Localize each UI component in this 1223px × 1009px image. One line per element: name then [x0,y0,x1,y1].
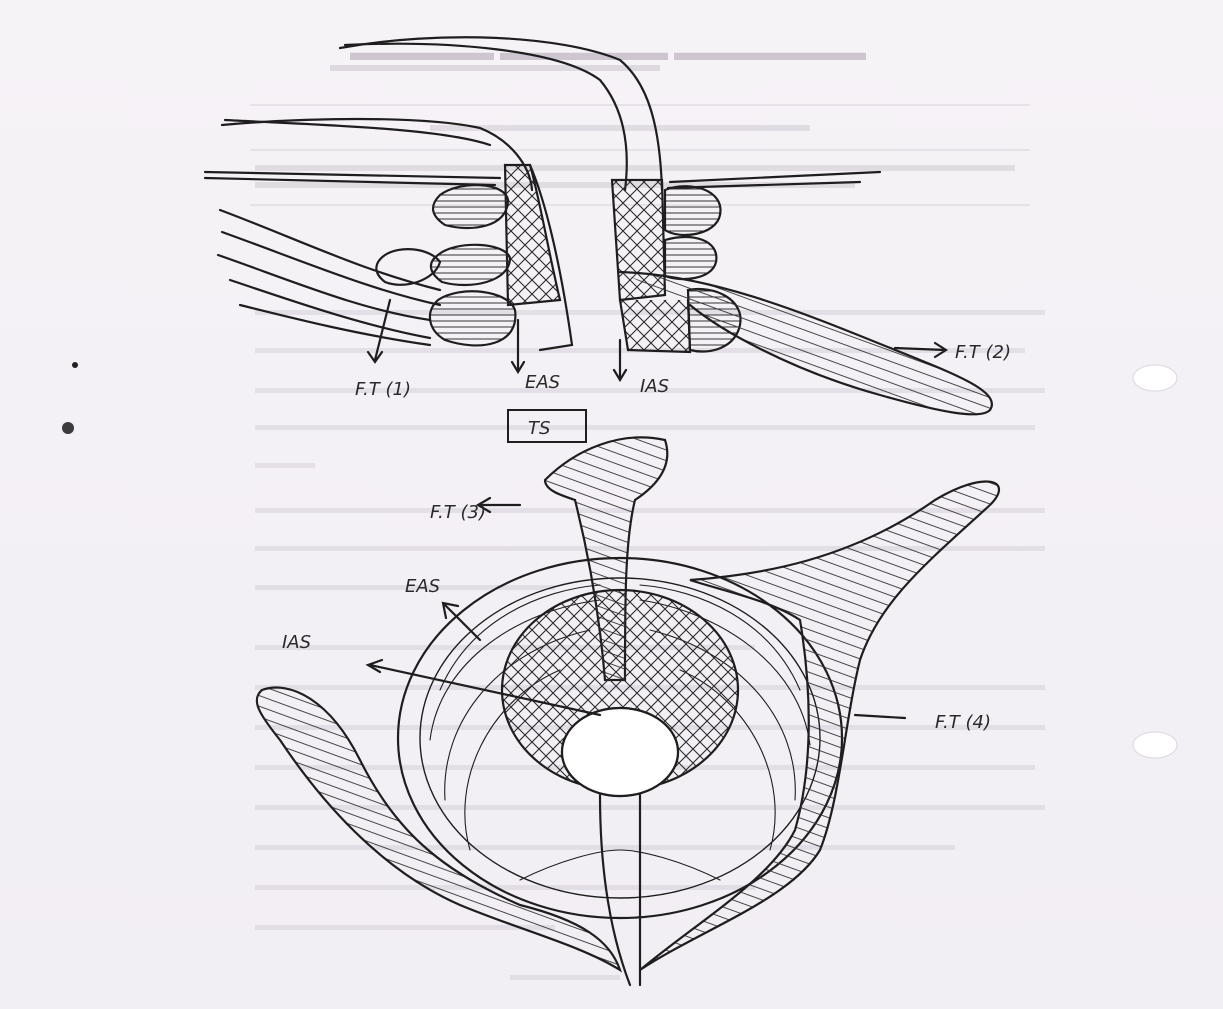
label-ias-top: IAS [640,376,669,397]
label-ias-bottom: IAS [282,632,311,653]
longitudinal-section [205,37,992,414]
eas-lobe-left-1 [433,185,508,228]
label-ft4: F.T (4) [935,712,991,733]
label-ts: TS [528,418,550,439]
speck [62,422,74,434]
eas-lobe-left-2 [431,245,510,285]
eas-lobe-right-2 [665,237,716,279]
transverse-section [257,437,999,985]
label-ft2: F.T (2) [955,342,1011,363]
punch-hole-top [1133,365,1177,391]
levator-line-left [205,172,500,178]
anal-lumen [562,708,678,796]
punch-hole-bottom [1133,732,1177,758]
speck [72,362,78,368]
label-ft1: F.T (1) [355,379,411,400]
label-eas-bottom: EAS [405,576,440,597]
label-eas-top: EAS [525,372,560,393]
label-ft3: F.T (3) [430,502,486,523]
eas-lobe-left-3 [430,291,515,345]
levator-line-right [670,172,880,182]
eas-lobe-right-1 [665,186,720,235]
